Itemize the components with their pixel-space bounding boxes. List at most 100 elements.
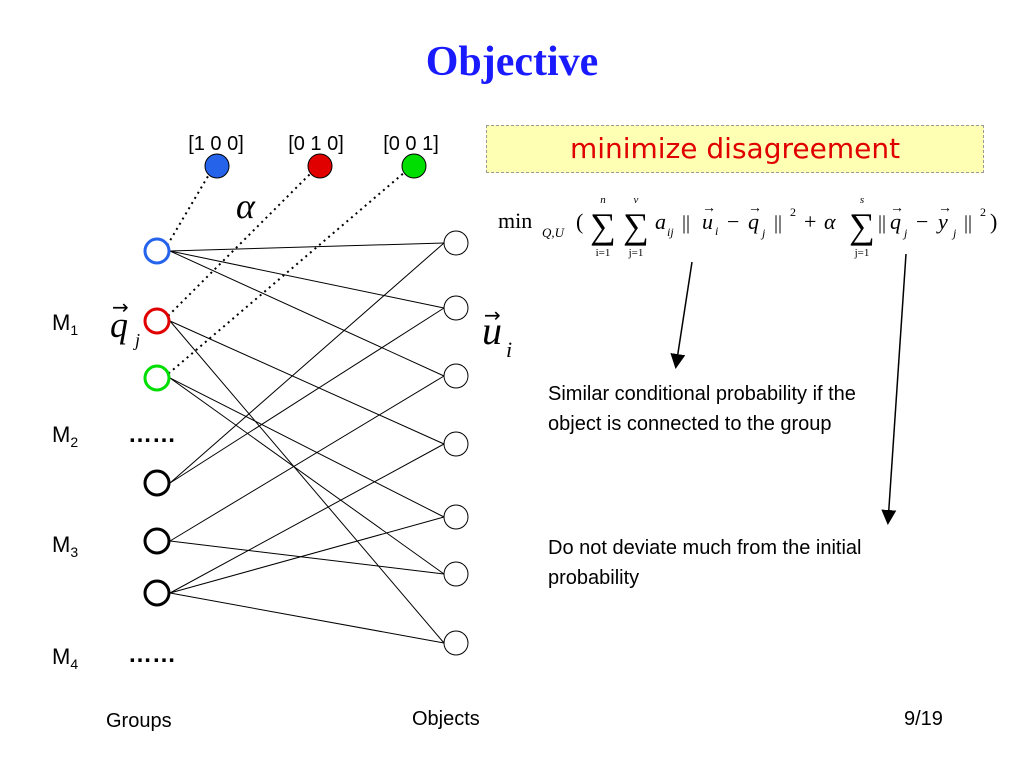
label-vector-3: [0 0 1] (383, 133, 439, 155)
q-subscript: j (133, 330, 140, 350)
edge (169, 592, 445, 644)
edge (169, 250, 445, 309)
prior-links (167, 165, 413, 375)
formula-u: u (702, 209, 713, 234)
alpha-symbol: α (236, 186, 256, 226)
vector-arrow: → (484, 303, 501, 327)
label-vector-1: [1 0 0] (188, 133, 244, 155)
object-node (443, 230, 469, 256)
edge (169, 242, 445, 484)
page-number: 9/19 (904, 708, 943, 730)
norm-open: || (878, 212, 886, 234)
label-vector-2: [0 1 0] (288, 133, 344, 155)
norm-close: || (774, 212, 782, 234)
arrow-to-deviate (881, 253, 907, 525)
formula-a-subscript: ij (667, 225, 674, 239)
deviate-note-line: Do not deviate much from the initial (548, 537, 862, 559)
object-node (443, 295, 469, 321)
formula-q-subscript: j (902, 226, 908, 240)
norm-open: || (682, 212, 690, 234)
sum1-sign: ∑ (590, 206, 616, 246)
edge (169, 375, 445, 542)
edges (169, 242, 445, 644)
group-label-m2: M2 (52, 422, 78, 450)
group-label-m4: M4 (52, 644, 78, 672)
arrow-to-similar (670, 261, 693, 369)
prior-link (167, 165, 215, 245)
sum2-bottom: j=1 (628, 247, 644, 259)
label-dot-2 (307, 153, 333, 179)
objective-formula: min Q,U ( n ∑ i=1 v ∑ j=1 a ij || → u i … (498, 194, 997, 259)
vector-arrow: → (702, 201, 716, 216)
edge (169, 320, 445, 445)
object-node (443, 630, 469, 656)
group-nodes (143, 237, 171, 607)
sum2-sign: ∑ (623, 206, 649, 246)
edge (169, 320, 445, 644)
group-label-m3: M3 (52, 532, 78, 560)
goal-text: minimize disagreement (569, 132, 901, 165)
sum3-sign: ∑ (849, 206, 875, 246)
sum2-top: v (634, 194, 639, 206)
vector-arrow: → (890, 201, 904, 216)
formula-min: min (498, 208, 532, 233)
edge (169, 443, 445, 594)
ellipsis: …… (128, 421, 176, 448)
formula-square: 2 (980, 205, 986, 219)
label-dot-3 (401, 153, 427, 179)
slide-title: Objective (425, 39, 599, 85)
u-subscript: i (506, 337, 512, 362)
edge (169, 242, 445, 252)
formula-alpha: α (824, 209, 836, 234)
formula-minus: − (916, 209, 928, 234)
deviate-note: Do not deviate much from the initial pro… (548, 533, 968, 593)
group-node (143, 364, 171, 392)
similar-note: Similar conditional probability if the o… (548, 379, 968, 439)
formula-y: y (936, 209, 948, 234)
q-symbol: q (110, 305, 128, 345)
formula-plus: + (804, 209, 816, 234)
sum1-top: n (600, 194, 606, 206)
norm-close: || (964, 212, 972, 234)
formula-q: q (890, 209, 901, 234)
edge (169, 377, 445, 518)
group-node (143, 237, 171, 265)
similar-note-line: Similar conditional probability if the (548, 383, 856, 405)
formula-u-subscript: i (715, 224, 718, 238)
u-symbol: u (482, 308, 502, 353)
object-node (443, 363, 469, 389)
object-node (443, 561, 469, 587)
sum3-bottom: j=1 (854, 247, 870, 259)
ellipsis: …… (128, 641, 176, 668)
formula-min-subscript: Q,U (542, 225, 566, 240)
vector-arrow: → (748, 201, 762, 216)
object-node (443, 504, 469, 530)
formula-square: 2 (790, 205, 796, 219)
formula-y-subscript: j (951, 226, 957, 240)
group-node (143, 527, 171, 555)
goal-box: minimize disagreement (486, 125, 984, 173)
sum3-top: s (860, 194, 864, 206)
edge (169, 307, 445, 484)
group-label-m1: M1 (52, 310, 78, 338)
formula-minus: − (727, 209, 739, 234)
vector-arrow: → (112, 295, 129, 319)
edge (169, 516, 445, 594)
formula-q-subscript: j (760, 226, 766, 240)
group-node (143, 579, 171, 607)
group-node (143, 307, 171, 335)
group-node (143, 469, 171, 497)
formula-paren: ( (576, 209, 583, 234)
prior-link (167, 165, 413, 375)
object-nodes (443, 230, 469, 656)
edge (169, 377, 445, 575)
label-dot-1 (204, 153, 230, 179)
deviate-note-line: probability (548, 567, 640, 589)
groups-caption: Groups (106, 710, 172, 732)
edge (169, 250, 445, 377)
similar-note-line: object is connected to the group (548, 413, 832, 435)
object-node (443, 431, 469, 457)
sum1-bottom: i=1 (596, 247, 611, 259)
formula-a: a (655, 209, 666, 234)
objects-caption: Objects (412, 708, 480, 730)
